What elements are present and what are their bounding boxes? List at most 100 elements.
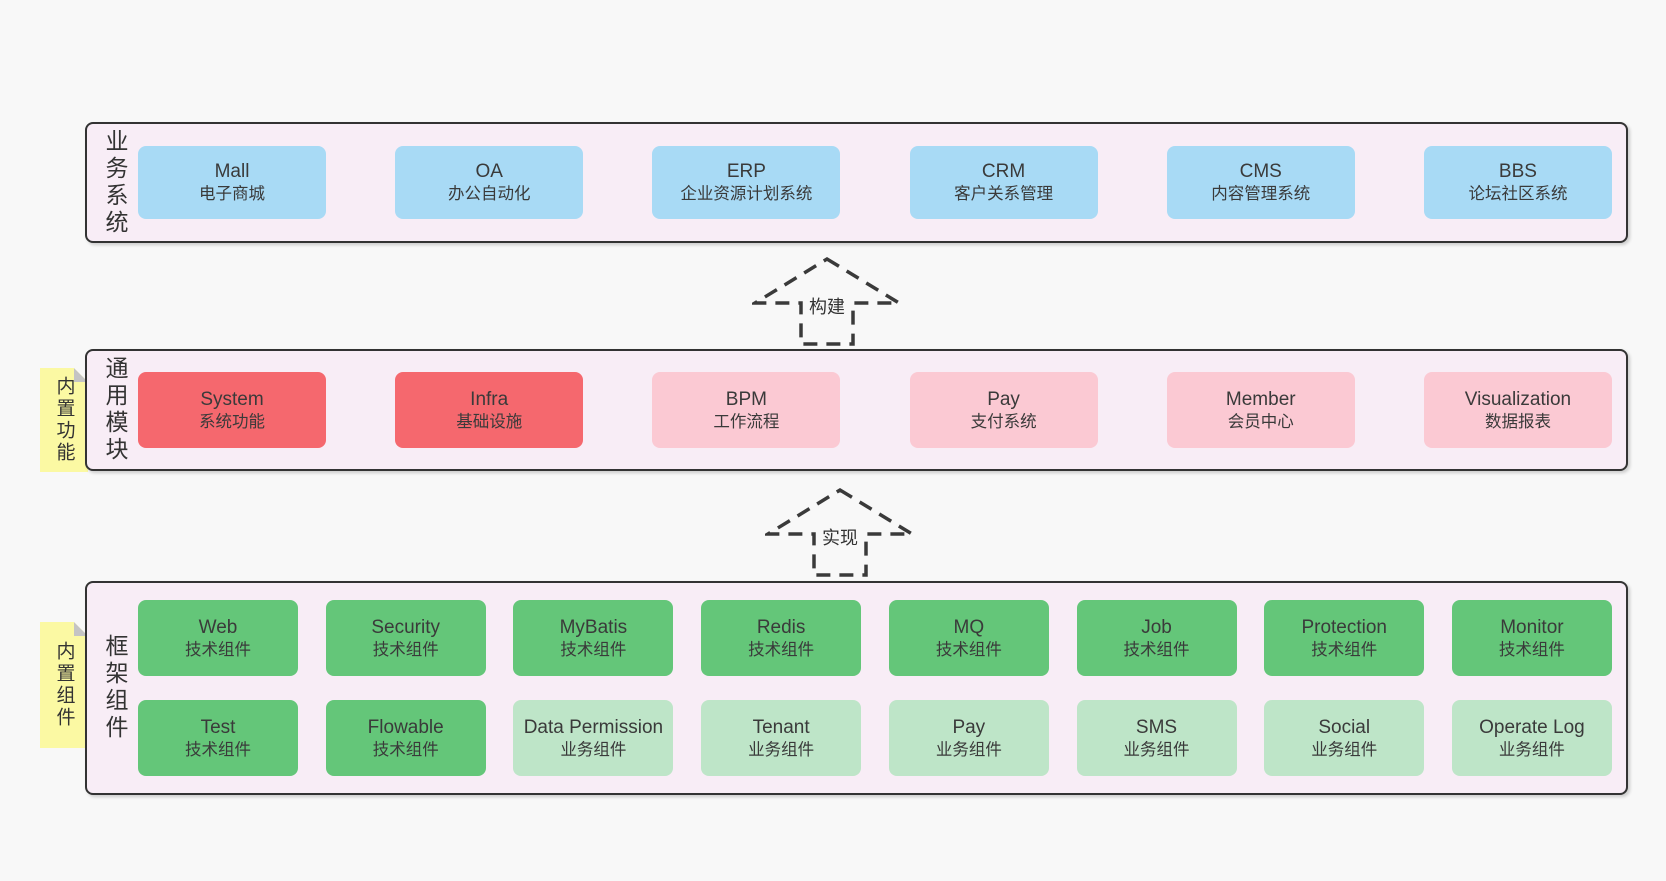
- box-title: Job: [1141, 616, 1172, 638]
- box-title: SMS: [1135, 716, 1178, 738]
- component-box-member: Member 会员中心: [1166, 372, 1355, 448]
- box-title: MyBatis: [559, 616, 628, 638]
- component-box-operate-log: Operate Log 业务组件: [1451, 700, 1612, 776]
- box-subtitle: 业务组件: [935, 740, 1002, 759]
- box-title: Pay: [952, 716, 986, 738]
- component-box-bpm: BPM 工作流程: [652, 372, 841, 448]
- box-title: ERP: [726, 161, 766, 183]
- component-box-visualization: Visualization 数据报表: [1423, 372, 1612, 448]
- box-title: Flowable: [367, 716, 444, 738]
- box-subtitle: 业务组件: [1311, 740, 1378, 759]
- box-subtitle: 工作流程: [713, 412, 780, 431]
- box-title: CRM: [981, 161, 1026, 183]
- box-title: Test: [200, 716, 236, 738]
- box-subtitle: 技术组件: [560, 640, 627, 659]
- box-title: Monitor: [1500, 616, 1564, 638]
- box-subtitle: 技术组件: [935, 640, 1002, 659]
- component-box-oa: OA 办公自动化: [395, 146, 584, 219]
- component-box-pay: Pay 业务组件: [888, 700, 1049, 776]
- box-subtitle: 内容管理系统: [1211, 185, 1311, 204]
- component-box-pay: Pay 支付系统: [909, 372, 1098, 448]
- component-box-bbs: BBS 论坛社区系统: [1423, 146, 1612, 219]
- arrow-implement: 实现: [765, 487, 915, 579]
- box-title: Operate Log: [1479, 716, 1585, 738]
- box-title: Protection: [1301, 616, 1387, 638]
- box-title: CMS: [1239, 161, 1282, 183]
- component-box-data-permission: Data Permission 业务组件: [513, 700, 674, 776]
- component-box-web: Web 技术组件: [138, 600, 298, 676]
- box-subtitle: 电子商城: [199, 185, 265, 204]
- box-subtitle: 基础设施: [456, 412, 523, 431]
- arrow-implement-label: 实现: [818, 523, 862, 551]
- component-box-mall: Mall 电子商城: [138, 146, 326, 219]
- box-subtitle: 技术组件: [185, 640, 251, 659]
- box-subtitle: 会员中心: [1227, 412, 1294, 431]
- component-box-system: System 系统功能: [138, 372, 326, 448]
- component-box-monitor: Monitor 技术组件: [1451, 600, 1612, 676]
- box-subtitle: 技术组件: [1123, 640, 1190, 659]
- box-title: Social: [1318, 716, 1371, 738]
- component-box-job: Job 技术组件: [1076, 600, 1237, 676]
- box-subtitle: 技术组件: [372, 640, 439, 659]
- component-box-social: Social 业务组件: [1264, 700, 1425, 776]
- box-title: Pay: [987, 388, 1020, 410]
- up-arrow-icon: [752, 256, 902, 346]
- box-title: Data Permission: [523, 716, 664, 738]
- component-box-sms: SMS 业务组件: [1076, 700, 1237, 776]
- box-subtitle: 技术组件: [185, 740, 251, 759]
- box-subtitle: 论坛社区系统: [1468, 185, 1568, 204]
- box-subtitle: 技术组件: [372, 740, 439, 759]
- sticky-note-built-in-features: 内置功能: [40, 368, 88, 472]
- box-subtitle: 技术组件: [748, 640, 815, 659]
- box-subtitle: 系统功能: [199, 412, 265, 431]
- box-subtitle: 数据报表: [1484, 412, 1551, 431]
- box-title: BPM: [725, 388, 767, 410]
- box-title: BBS: [1498, 161, 1537, 183]
- box-title: Mall: [214, 161, 250, 183]
- box-subtitle: 业务组件: [1123, 740, 1190, 759]
- section-label-framework-components: 框架组件: [102, 634, 128, 742]
- arrow-build: 构建: [752, 256, 902, 348]
- note-label: 内置功能: [53, 376, 75, 464]
- box-subtitle: 技术组件: [1498, 640, 1565, 659]
- box-title: Member: [1225, 388, 1296, 410]
- component-box-tenant: Tenant 业务组件: [701, 700, 862, 776]
- section-label-business-systems: 业务系统: [102, 128, 128, 237]
- box-title: Tenant: [752, 716, 810, 738]
- component-box-mybatis: MyBatis 技术组件: [513, 600, 674, 676]
- box-subtitle: 企业资源计划系统: [680, 185, 813, 204]
- sticky-note-built-in-components: 内置组件: [40, 622, 88, 748]
- box-title: MQ: [953, 616, 985, 638]
- component-box-flowable: Flowable 技术组件: [325, 700, 486, 776]
- component-box-mq: MQ 技术组件: [888, 600, 1049, 676]
- component-box-security: Security 技术组件: [325, 600, 486, 676]
- box-subtitle: 业务组件: [748, 740, 815, 759]
- box-title: Web: [198, 616, 238, 638]
- box-title: Visualization: [1464, 388, 1572, 410]
- component-box-erp: ERP 企业资源计划系统: [652, 146, 841, 219]
- arrow-build-label: 构建: [805, 292, 849, 320]
- box-subtitle: 支付系统: [970, 412, 1037, 431]
- box-title: Security: [371, 616, 441, 638]
- box-title: OA: [475, 161, 503, 183]
- box-title: System: [200, 388, 264, 410]
- note-label: 内置组件: [53, 641, 75, 729]
- box-subtitle: 办公自动化: [447, 185, 531, 204]
- box-subtitle: 业务组件: [560, 740, 627, 759]
- component-box-cms: CMS 内容管理系统: [1166, 146, 1355, 219]
- box-subtitle: 技术组件: [1311, 640, 1378, 659]
- box-subtitle: 业务组件: [1498, 740, 1565, 759]
- box-title: Redis: [756, 616, 806, 638]
- component-box-redis: Redis 技术组件: [701, 600, 862, 676]
